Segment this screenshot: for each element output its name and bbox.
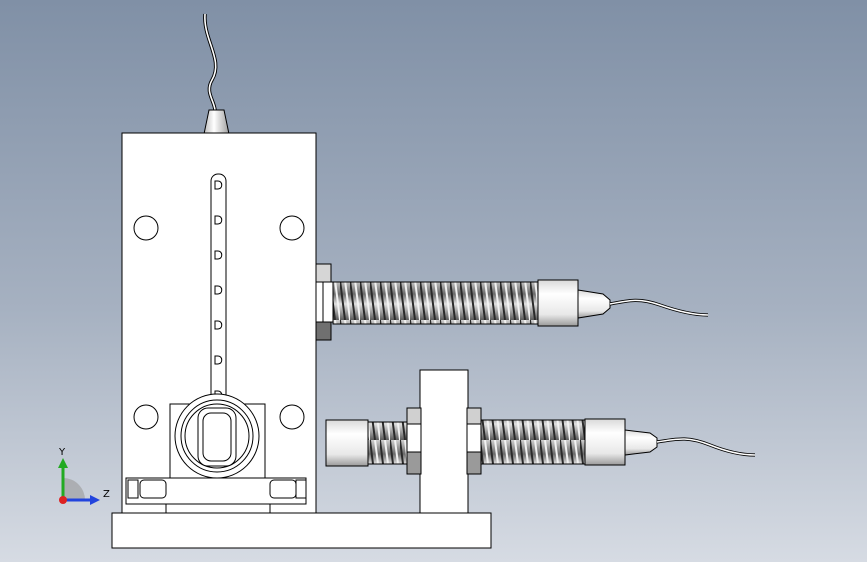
scale-mark — [214, 215, 223, 225]
lower-left-spring — [367, 421, 409, 465]
lower-cable — [656, 437, 756, 457]
lower-sensor — [584, 418, 658, 466]
x-axis-dot — [59, 496, 67, 504]
z-axis-arrowhead — [90, 495, 100, 505]
triad-y-label: Y — [58, 447, 66, 458]
base-plate — [111, 512, 492, 549]
scale-slot — [210, 173, 227, 403]
bottom-clamp — [125, 477, 307, 513]
upper-nut — [315, 263, 336, 341]
axis-triad[interactable]: Y Z — [58, 447, 110, 505]
upper-spring — [332, 281, 539, 325]
knob-assembly — [169, 393, 266, 492]
bracket-block — [419, 369, 469, 514]
mount-hole — [133, 404, 159, 430]
scale-mark — [214, 250, 223, 260]
top-connector — [203, 109, 230, 135]
y-axis-arrowhead — [58, 458, 68, 468]
triad-fill — [63, 478, 85, 500]
upper-cable — [609, 298, 709, 317]
lower-left-cylinder — [325, 419, 369, 467]
mount-hole — [133, 215, 159, 241]
scale-mark — [214, 355, 223, 365]
mount-hole — [279, 215, 305, 241]
scale-mark — [214, 180, 223, 190]
lower-right-spring — [480, 419, 586, 465]
upper-sensor — [537, 279, 611, 327]
scale-mark — [214, 320, 223, 330]
triad-z-label: Z — [103, 489, 110, 500]
scale-mark — [214, 285, 223, 295]
mount-hole — [279, 404, 305, 430]
